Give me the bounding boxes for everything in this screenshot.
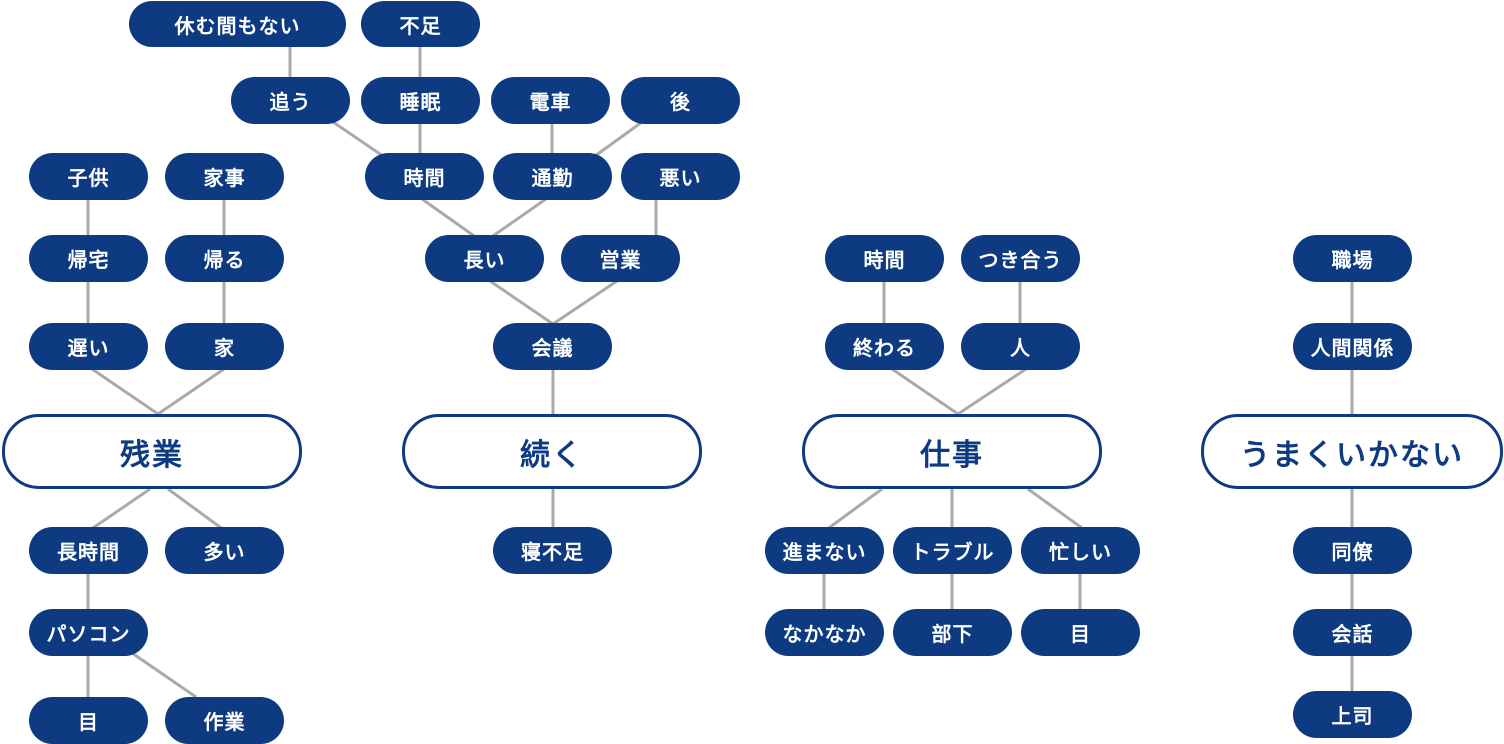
node-sagyo: 作業 — [165, 697, 284, 744]
edge-hito-shigoto — [957, 367, 1027, 416]
node-owaru: 終わる — [825, 323, 944, 370]
node-umakuikanai: うまくいかない — [1201, 414, 1503, 489]
node-susumanai: 進まない — [765, 527, 884, 574]
edge-ou-jikan — [332, 120, 384, 158]
edge-osoi-zangyo — [91, 367, 159, 416]
edge-zangyo-choujikan — [89, 487, 151, 532]
node-nebusoku: 寝不足 — [493, 527, 612, 574]
edge-eigyo-kaigi — [552, 279, 618, 326]
node-kaiwa: 会話 — [1293, 609, 1412, 656]
node-me-left: 目 — [29, 697, 148, 744]
edge-jikan-nagai — [421, 197, 478, 240]
node-kaji: 家事 — [165, 153, 284, 200]
node-tsukiau: つき合う — [961, 235, 1080, 282]
node-kaeru: 帰る — [165, 235, 284, 282]
node-nagai: 長い — [425, 235, 544, 282]
edge-shigoto-susumanai — [825, 487, 883, 532]
node-ooi: 多い — [165, 527, 284, 574]
edge-tsukin-nagai — [489, 197, 547, 240]
node-jikan-mid: 時間 — [365, 153, 484, 200]
node-suimin: 睡眠 — [361, 77, 480, 124]
node-fusoku: 不足 — [361, 1, 480, 47]
node-douryou: 同僚 — [1293, 527, 1412, 574]
node-hito: 人 — [961, 323, 1080, 370]
node-kitaku: 帰宅 — [29, 235, 148, 282]
node-ie: 家 — [165, 323, 284, 370]
node-tsuzuku: 続く — [402, 414, 702, 489]
node-densha: 電車 — [491, 77, 610, 124]
node-kodomo: 子供 — [29, 153, 148, 200]
node-pasokon: パソコン — [29, 609, 148, 656]
node-nakanaka: なかなか — [765, 609, 884, 656]
node-warui: 悪い — [621, 153, 740, 200]
edge-ato-tsukin — [594, 120, 643, 158]
edge-pasokon-sagyo — [131, 651, 197, 699]
node-yasumuma: 休む間もない — [129, 1, 346, 47]
node-joushi: 上司 — [1293, 691, 1412, 738]
node-kaigi: 会議 — [493, 323, 612, 370]
node-ningenkankei: 人間関係 — [1293, 323, 1412, 370]
edge-shigoto-isogashii — [1027, 487, 1083, 530]
node-osoi: 遅い — [29, 323, 148, 370]
node-eigyo: 営業 — [561, 235, 680, 282]
node-ato: 後 — [621, 77, 740, 124]
node-buka: 部下 — [893, 609, 1012, 656]
node-choujikan: 長時間 — [29, 527, 148, 574]
edge-owaru-shigoto — [891, 367, 959, 416]
node-zangyo: 残業 — [2, 414, 302, 489]
node-me-right: 目 — [1021, 609, 1140, 656]
edge-ie-zangyo — [157, 367, 225, 416]
node-shokuba: 職場 — [1293, 235, 1412, 282]
edge-nagai-kaigi — [489, 279, 554, 326]
node-tsukin: 通勤 — [493, 153, 612, 200]
node-ou: 追う — [231, 77, 350, 124]
node-isogashii: 忙しい — [1021, 527, 1140, 574]
edge-zangyo-ooi — [167, 487, 225, 532]
node-shigoto: 仕事 — [802, 414, 1102, 489]
node-toraburu: トラブル — [893, 527, 1012, 574]
node-jikan-right: 時間 — [825, 235, 944, 282]
